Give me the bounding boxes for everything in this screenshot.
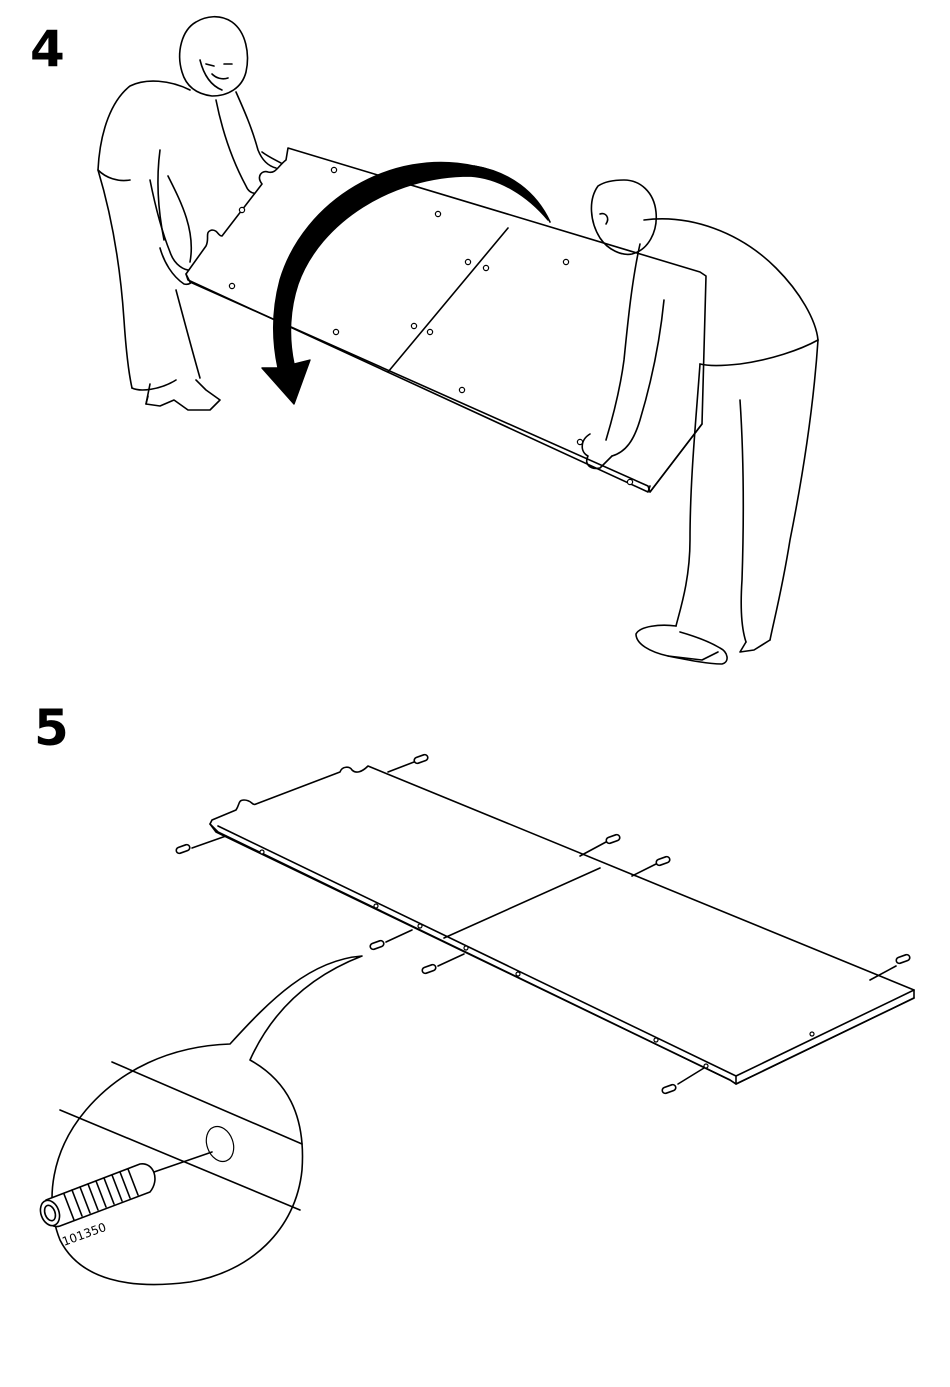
step-5-illustration: 101350 [37, 754, 914, 1285]
detail-callout: 101350 [37, 956, 362, 1285]
panel-step-5 [210, 766, 914, 1084]
step-4-illustration [98, 17, 818, 664]
